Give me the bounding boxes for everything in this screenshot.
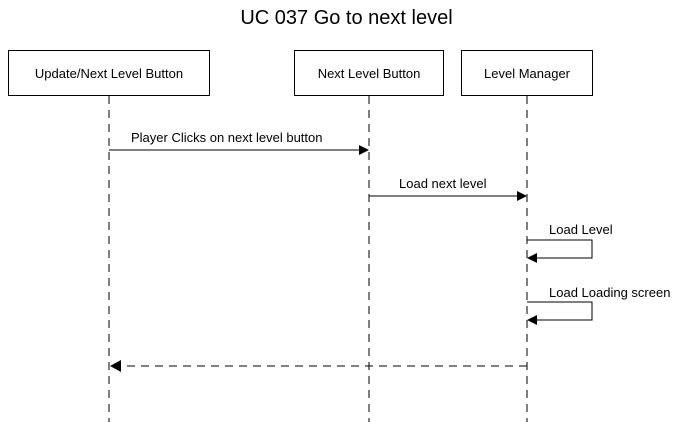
- actor-label: Next Level Button: [317, 65, 421, 81]
- message-label-load-loading-screen: Load Loading screen: [549, 285, 671, 300]
- diagram-title: UC 037 Go to next level: [240, 7, 453, 29]
- actor-label: Level Manager: [484, 65, 570, 81]
- message-label-load-level: Load Level: [549, 222, 613, 237]
- actor-level-manager: Level Manager: [461, 50, 593, 96]
- actor-next-level-button: Next Level Button: [294, 50, 444, 96]
- message-label-load-next-level: Load next level: [399, 176, 487, 191]
- message-arrow-3: [527, 239, 593, 263]
- actor-label: Update/Next Level Button: [34, 65, 184, 81]
- message-label-player-clicks: Player Clicks on next level button: [131, 130, 323, 145]
- message-arrow-4: [527, 301, 593, 325]
- actor-update-next-level-button: Update/Next Level Button: [8, 50, 210, 96]
